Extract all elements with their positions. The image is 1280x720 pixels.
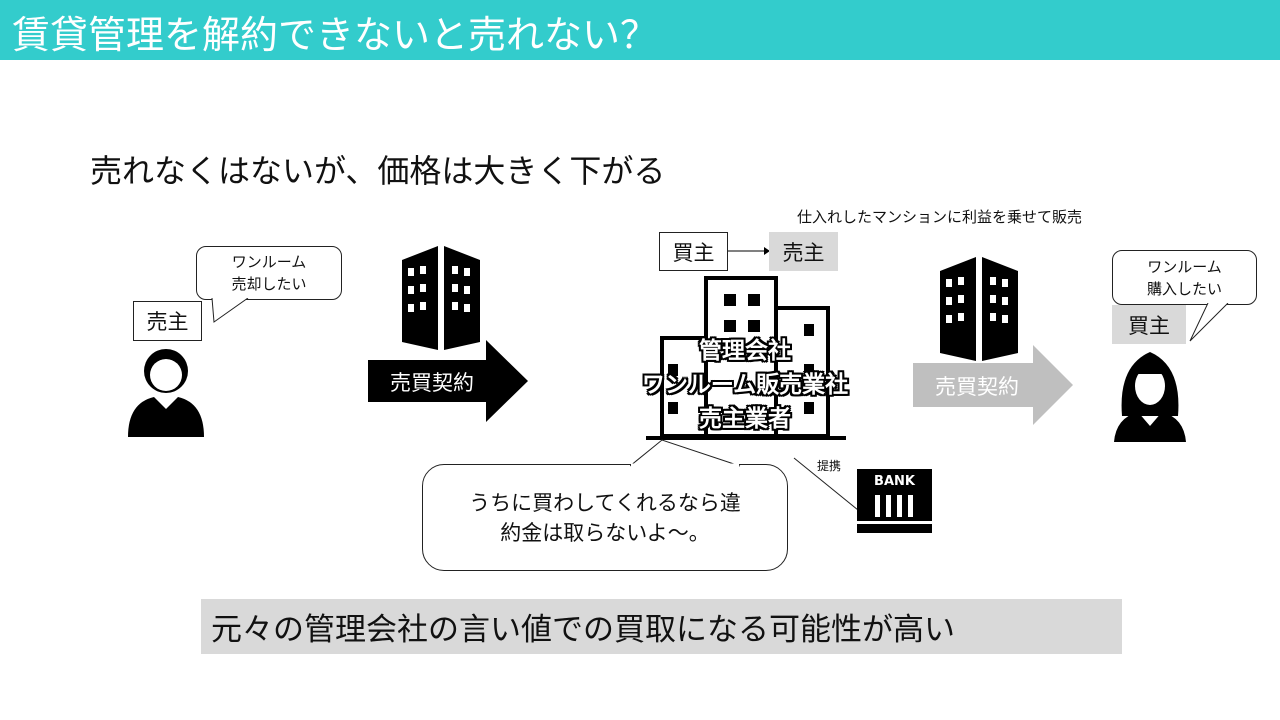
partnership-line — [793, 457, 859, 511]
sale-contract-arrow — [368, 340, 528, 422]
buyer-speech-bubble: ワンルーム 購入したい — [1112, 250, 1257, 305]
sale-contract-arrow — [913, 345, 1073, 425]
buyer-label: 買主 — [659, 232, 728, 271]
female-person-icon — [1114, 352, 1186, 442]
company-speech-bubble: うちに買わしてくれるなら違 約金は取らないよ〜。 — [422, 464, 788, 571]
bubble-line: 購入したい — [1146, 279, 1222, 298]
buyer-label: 買主 — [1112, 305, 1186, 344]
partnership-label: 提携 — [817, 459, 842, 473]
male-person-icon — [128, 349, 204, 437]
slide-subtitle: 売れなくはないが、価格は大きく下がる — [90, 152, 666, 190]
company-name: ワンルーム販売業社 — [641, 372, 849, 398]
seller-label: 売主 — [769, 232, 838, 271]
resale-note: 仕入れしたマンションに利益を乗せて販売 — [797, 208, 1083, 226]
bank-icon: BANK — [857, 469, 932, 533]
arrow-label: 売買契約 — [935, 375, 1019, 399]
office-buildings-icon — [646, 276, 846, 440]
company-names: 管理会社 ワンルーム販売業社 売主業者 — [600, 334, 890, 436]
arrow-right-icon — [728, 247, 770, 255]
company-name: 売主業者 — [699, 406, 791, 432]
bubble-line: 売却したい — [231, 275, 307, 293]
bubble-tail — [211, 298, 249, 323]
bubble-tail — [630, 439, 741, 467]
apartment-building-icon — [402, 246, 480, 350]
conclusion-banner: 元々の管理会社の言い値での買取になる可能性が高い — [201, 599, 1122, 654]
bank-pillars-icon — [857, 495, 932, 524]
bank-label: BANK — [874, 474, 915, 489]
seller-label: 売主 — [133, 301, 202, 341]
apartment-building-icon — [940, 257, 1018, 361]
bubble-line: ワンルーム — [231, 253, 307, 271]
seller-speech-bubble: ワンルーム 売却したい — [196, 246, 342, 300]
bubble-line: ワンルーム — [1147, 257, 1222, 276]
arrow-label: 売買契約 — [390, 371, 474, 395]
bubble-line: 約金は取らないよ〜。 — [500, 520, 710, 545]
slide-header — [0, 0, 1280, 60]
bubble-tail — [1189, 303, 1229, 342]
bubble-line: うちに買わしてくれるなら違 — [469, 490, 741, 515]
slide-title: 賃貸管理を解約できないと売れない？ — [12, 13, 659, 57]
company-name: 管理会社 — [699, 338, 791, 364]
